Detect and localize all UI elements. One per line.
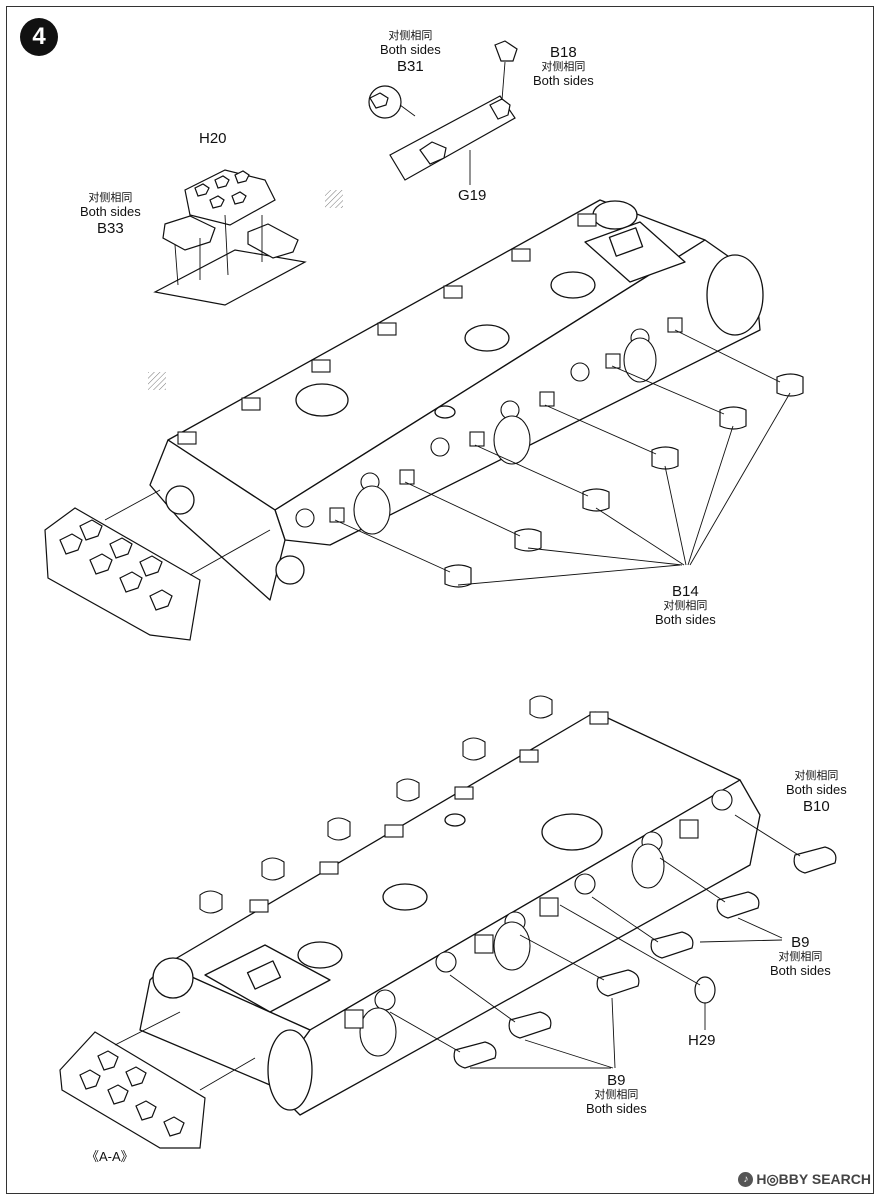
axle-parts: [453, 846, 837, 1069]
b10-same-side-cn: 对侧相同: [794, 770, 839, 782]
b9-bottom-same-side-cn: 对侧相同: [594, 1089, 639, 1102]
g19-label: G19: [458, 187, 486, 204]
hobby-search-watermark: ♪ H◎BBY SEARCH: [738, 1171, 871, 1188]
b9-right-part-number: B9: [791, 934, 810, 951]
g19-part: [368, 40, 518, 181]
b31-same-side-cn: 对侧相同: [388, 30, 433, 42]
b31-label: 对侧相同 Both sides B31: [380, 30, 441, 75]
b9-bottom-part-number: B9: [607, 1072, 626, 1089]
h29-part-number: H29: [688, 1032, 716, 1049]
section-aa-label: 《A-A》: [86, 1149, 134, 1165]
return-roller-arms: [199, 695, 553, 914]
b9-right-label: B9 对侧相同 Both sides: [770, 934, 831, 979]
b10-both-sides: Both sides: [786, 781, 847, 797]
b10-part-number: B10: [803, 797, 830, 815]
step-number-badge: 4: [20, 18, 58, 56]
b9-bottom-label: B9 对侧相同 Both sides: [586, 1072, 647, 1117]
b18-both-sides: Both sides: [533, 72, 594, 88]
b9-right-both-sides: Both sides: [770, 962, 831, 978]
page-border: [6, 6, 874, 1194]
top-hull-drawing: [149, 199, 764, 601]
hatch-mark: [325, 190, 343, 208]
b18-label: B18 对侧相同 Both sides: [533, 44, 594, 89]
b33-same-side-cn: 对侧相同: [88, 192, 133, 204]
b14-label: B14 对侧相同 Both sides: [655, 583, 716, 628]
watermark-text: H◎BBY SEARCH: [756, 1171, 871, 1187]
hobby-search-logo-icon: ♪: [738, 1172, 754, 1187]
b9-right-same-side-cn: 对侧相同: [778, 951, 823, 964]
b14-leader-lines: [334, 329, 791, 586]
top-suspension-mounts: [177, 213, 683, 535]
b33-part-number: B33: [97, 219, 124, 237]
b18-part-number: B18: [550, 44, 577, 61]
rear-plate-part: [59, 1031, 206, 1149]
h29-label: H29: [688, 1032, 716, 1049]
b18-same-side-cn: 对侧相同: [541, 61, 586, 74]
b14-same-side-cn: 对侧相同: [663, 600, 708, 613]
bottom-suspension-mounts: [249, 711, 733, 1057]
b33-both-sides: Both sides: [80, 203, 141, 219]
hatch-mark: [148, 372, 166, 390]
axle-leader-lines: [389, 814, 801, 1069]
g19-part-number: G19: [458, 187, 487, 204]
b10-label: 对侧相同 Both sides B10: [786, 770, 847, 815]
front-plate-part: [44, 507, 201, 641]
section-aa-text: 《A-A》: [86, 1149, 134, 1164]
b31-both-sides: Both sides: [380, 41, 441, 57]
b33-label: 对侧相同 Both sides B33: [80, 192, 141, 237]
b14-parts: [444, 373, 804, 588]
h20-label: H20: [199, 130, 227, 147]
b9-bottom-both-sides: Both sides: [586, 1100, 647, 1116]
h20-part-number: H20: [199, 130, 227, 147]
b31-part-number: B31: [397, 57, 424, 75]
b14-part-number: B14: [672, 583, 699, 600]
h20-b33-subassembly: [153, 169, 307, 306]
bottom-hull-drawing: [139, 711, 761, 1116]
b14-both-sides: Both sides: [655, 611, 716, 627]
